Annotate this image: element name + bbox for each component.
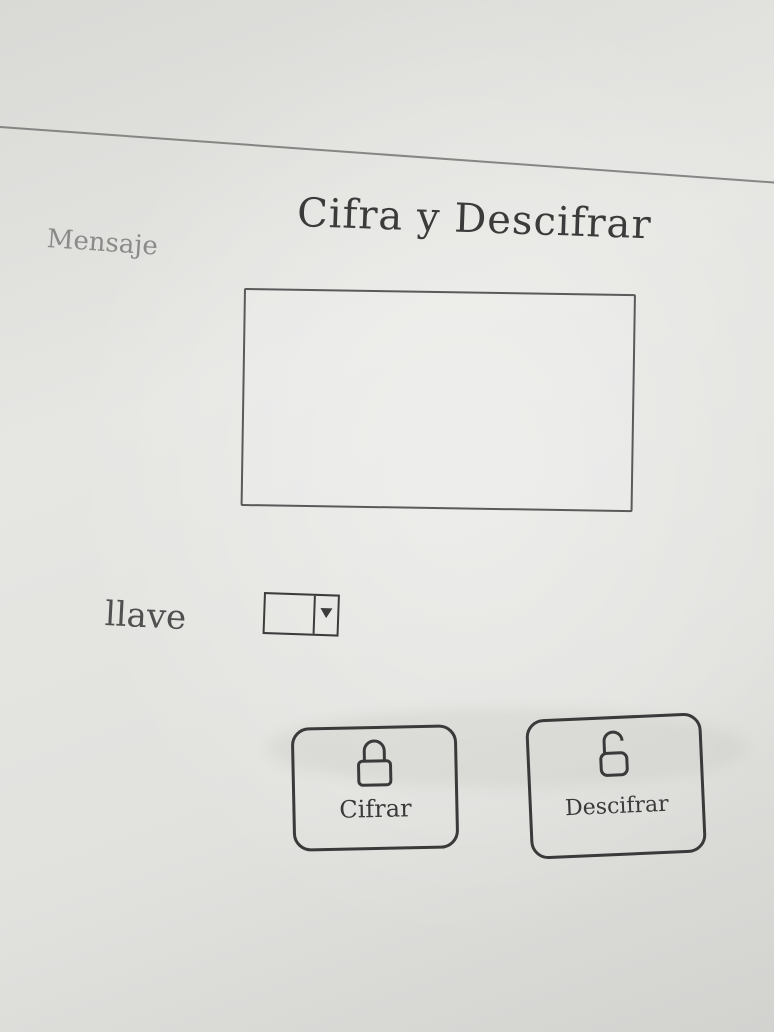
key-dropdown[interactable] (262, 592, 340, 637)
encrypt-button-label: Cifrar (339, 794, 412, 824)
chevron-down-icon[interactable] (312, 595, 338, 635)
key-label: llave (103, 594, 188, 639)
key-selected-value (265, 594, 314, 634)
header-divider (0, 126, 774, 185)
encrypt-button[interactable]: Cifrar (290, 724, 460, 852)
message-label: Mensaje (45, 224, 159, 262)
lock-open-icon (593, 726, 635, 784)
page-title: Cifra y Descifrar (296, 190, 653, 249)
decrypt-button-label: Descifrar (564, 791, 670, 822)
lock-closed-icon (352, 737, 397, 794)
message-textarea[interactable] (240, 288, 636, 513)
decrypt-button[interactable]: Descifrar (525, 712, 707, 860)
eraser-smudge (268, 708, 748, 788)
